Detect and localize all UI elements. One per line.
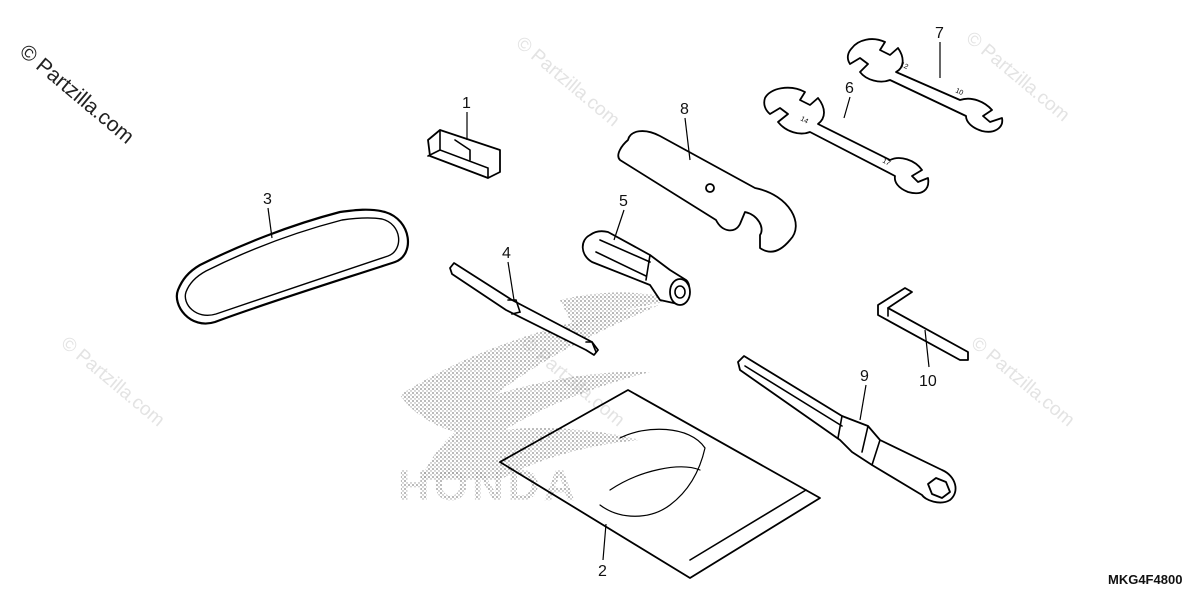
callout-1: 1 — [462, 95, 471, 112]
callout-3: 3 — [263, 191, 272, 208]
part-5-screwdriver-handle[interactable] — [581, 230, 691, 306]
callout-10: 10 — [919, 373, 937, 390]
part-9-socket-wrench[interactable] — [737, 355, 957, 504]
part-7-open-end-wrench[interactable]: 12 10 — [846, 38, 1004, 133]
diagram-code: MKG4F4800 — [1108, 572, 1183, 587]
wrench-7-marking-2: 10 — [954, 87, 964, 97]
callout-5: 5 — [619, 193, 628, 210]
part-1-clip[interactable] — [427, 129, 501, 179]
wrench-6-marking-2: 17 — [881, 158, 891, 168]
part-3-belt[interactable] — [175, 208, 409, 325]
honda-logo-text: HONDA — [398, 461, 579, 510]
wrench-6-marking-1: 14 — [799, 116, 809, 126]
leader-lines — [267, 42, 941, 561]
callout-4: 4 — [502, 245, 511, 262]
watermark-faint-1: © Partzilla.com — [512, 33, 624, 131]
watermark-faint-3: © Partzilla.com — [57, 333, 169, 431]
callout-6: 6 — [845, 80, 854, 97]
part-4-screwdriver-shaft[interactable] — [449, 262, 599, 356]
part-10-hex-key[interactable] — [877, 287, 969, 361]
part-8-pin-spanner[interactable] — [617, 130, 797, 253]
wrench-7-marking-1: 12 — [899, 61, 909, 71]
callout-8: 8 — [680, 101, 689, 118]
callout-7: 7 — [935, 25, 944, 42]
callout-9: 9 — [860, 368, 869, 385]
part-2-manual-pouch[interactable] — [499, 389, 821, 579]
callout-2: 2 — [598, 563, 607, 580]
watermark-faint-5: © Partzilla.com — [967, 333, 1079, 431]
honda-wing-logo: HONDA — [398, 292, 680, 510]
part-6-open-end-wrench[interactable]: 14 17 — [763, 86, 930, 195]
